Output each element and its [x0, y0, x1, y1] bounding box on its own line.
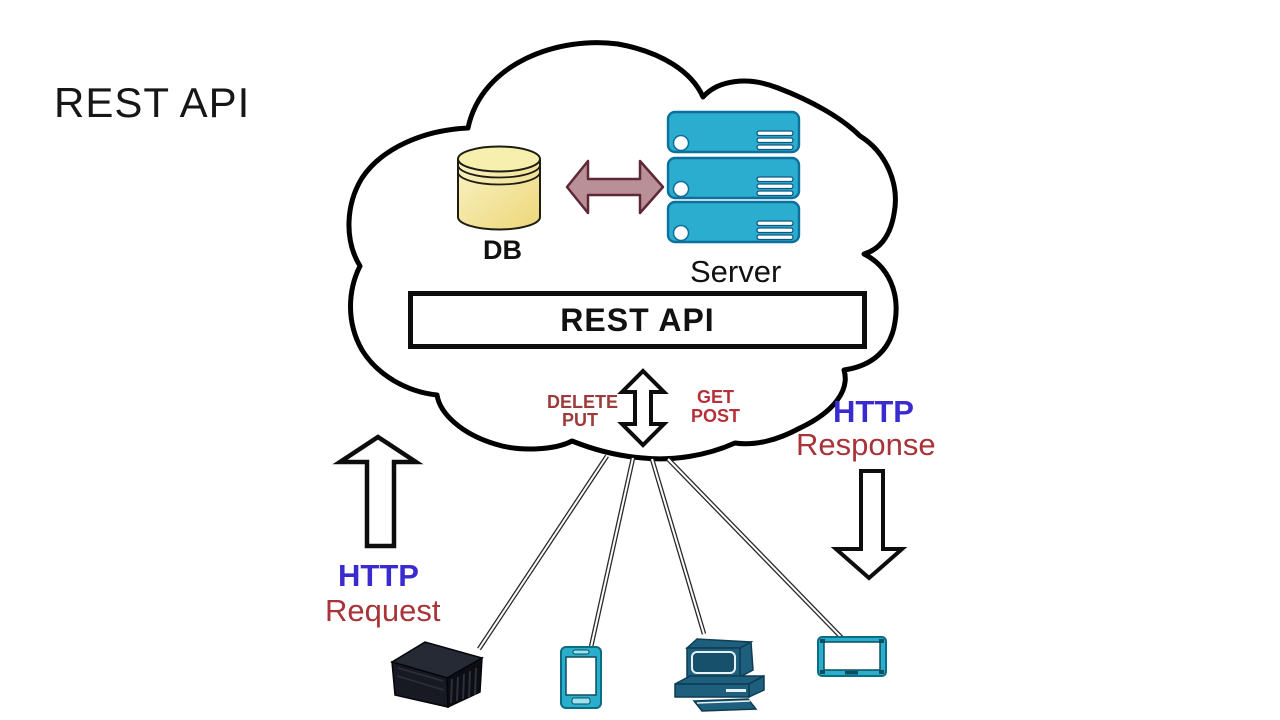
method-delete-label: DELETE — [547, 392, 619, 412]
server-rack-icon — [666, 110, 801, 244]
connection-line — [666, 457, 844, 640]
http-response-http-label: HTTP — [833, 394, 914, 429]
http-request-word-label: Request — [325, 593, 441, 628]
connection-line — [588, 457, 636, 648]
connection-line — [649, 458, 707, 635]
cloud-shape — [346, 40, 899, 462]
method-post-label: POST — [691, 406, 741, 426]
method-get-label: GET — [697, 387, 735, 407]
rest-api-box-label: REST API — [560, 301, 715, 338]
database-icon — [457, 145, 541, 231]
db-server-arrow-icon — [565, 159, 665, 215]
server-box-device-icon — [390, 641, 484, 709]
response-arrow-icon — [830, 469, 908, 581]
request-arrow-icon — [332, 434, 424, 549]
http-request-http-label: HTTP — [338, 558, 419, 593]
tablet-icon — [817, 636, 887, 677]
server-label: Server — [690, 254, 782, 289]
method-put-label: PUT — [562, 410, 598, 430]
connection-line — [477, 454, 609, 651]
desktop-computer-icon — [674, 638, 765, 712]
page-title: REST API — [54, 79, 251, 126]
http-response-word-label: Response — [796, 427, 936, 462]
api-methods-arrow-icon — [617, 368, 669, 448]
db-label: DB — [483, 235, 522, 265]
smartphone-icon — [560, 646, 602, 709]
rest-api-box: REST API — [408, 291, 867, 349]
